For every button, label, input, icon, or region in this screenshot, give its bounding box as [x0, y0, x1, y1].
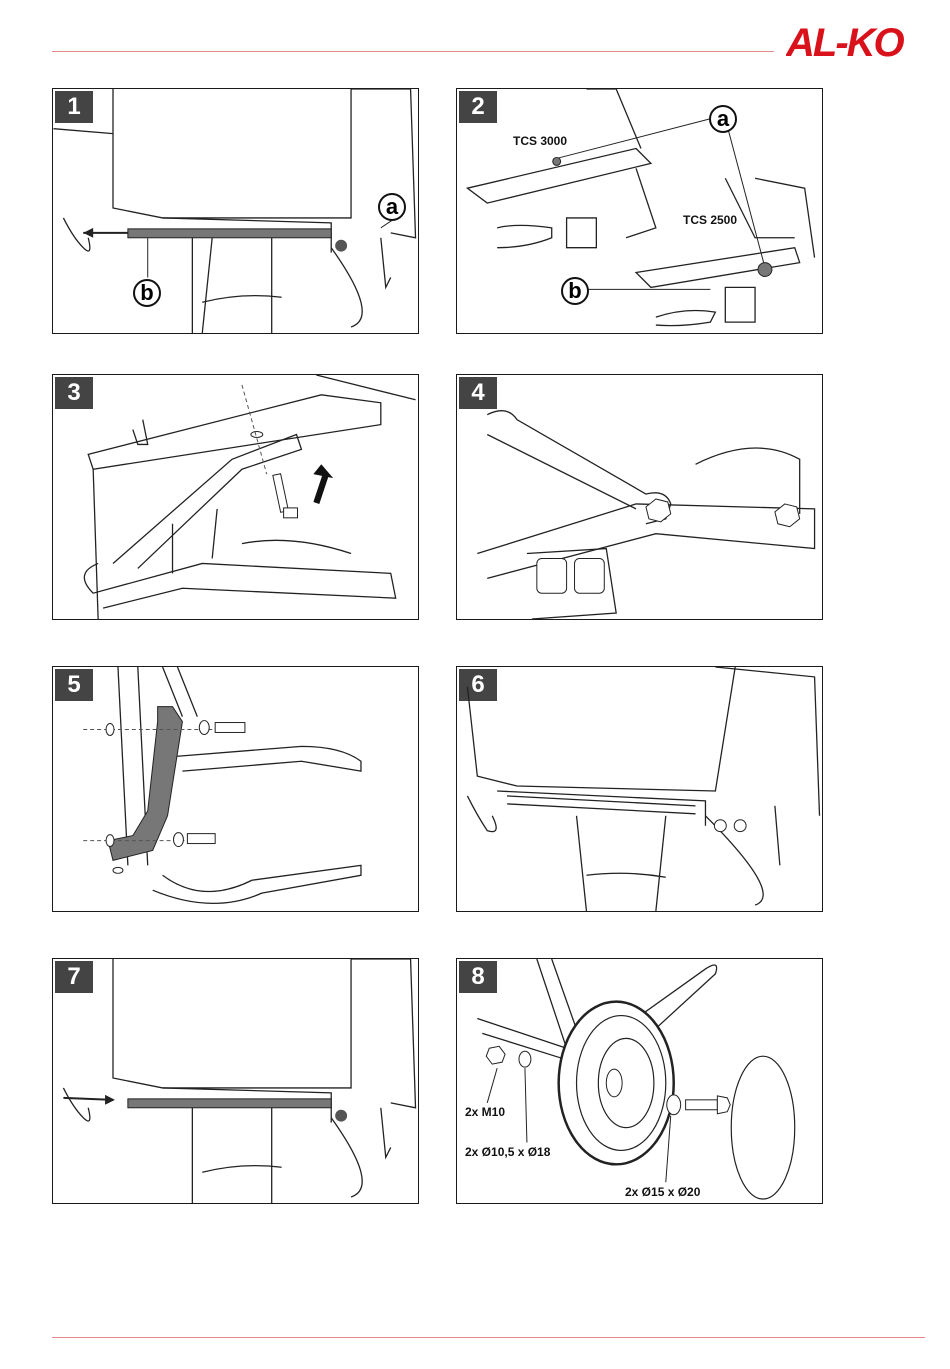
- callout-b: b: [561, 277, 589, 305]
- figure-1: 1 a b: [52, 88, 419, 334]
- header-rule: [52, 51, 774, 52]
- callout-b: b: [133, 279, 161, 307]
- figure-5: 5: [52, 666, 419, 912]
- tcs-models-drawing: [457, 89, 822, 333]
- figure-7: 7: [52, 958, 419, 1204]
- chipper-rail-drawing: [53, 89, 418, 333]
- figure-4: 4: [456, 374, 823, 620]
- figure-2: 2 TCS 3000 TCS 2500 a b: [456, 88, 823, 334]
- figure-6: 6: [456, 666, 823, 912]
- svg-text:AL-KO: AL-KO: [786, 21, 905, 62]
- model-label-tcs-3000: TCS 3000: [513, 134, 567, 148]
- al-ko-logo: AL-KO: [786, 18, 926, 62]
- washer-small-label: 2x Ø10,5 x Ø18: [465, 1145, 550, 1159]
- bracket-assembly-drawing: [53, 667, 418, 911]
- callout-a: a: [709, 105, 737, 133]
- wrench-tighten-drawing: [457, 375, 822, 619]
- washer-large-label: 2x Ø15 x Ø20: [625, 1185, 700, 1199]
- callout-a: a: [378, 193, 406, 221]
- footer-rule: [52, 1337, 925, 1338]
- nut-label: 2x M10: [465, 1105, 505, 1119]
- assembled-chassis-drawing: [457, 667, 822, 911]
- rail-insert-drawing: [53, 959, 418, 1203]
- model-label-tcs-2500: TCS 2500: [683, 213, 737, 227]
- frame-bolt-drawing: [53, 375, 418, 619]
- figure-8: 8 2x M10 2x Ø10,5 x Ø18 2x Ø15 x Ø20: [456, 958, 823, 1204]
- figure-3: 3: [52, 374, 419, 620]
- wheel-assembly-drawing: [457, 959, 822, 1203]
